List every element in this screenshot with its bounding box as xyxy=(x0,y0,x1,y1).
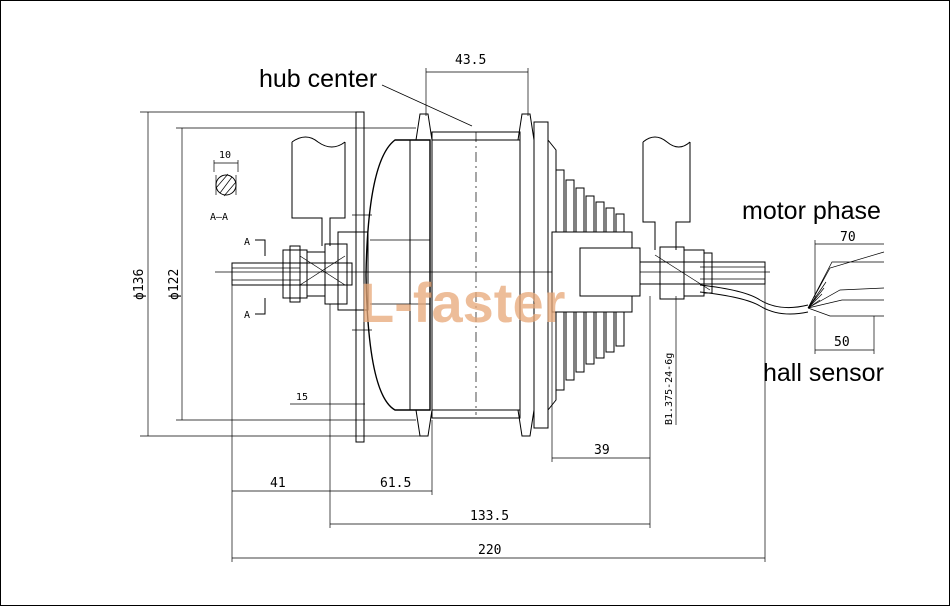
stator xyxy=(337,231,430,311)
dimline-43-5 xyxy=(425,68,529,116)
dim-122: ϕ122 xyxy=(167,269,182,300)
section-detail xyxy=(213,160,239,197)
hall-sensor-label: hall sensor xyxy=(763,359,884,387)
dimline-41-61-5 xyxy=(232,420,433,495)
watermark-logo: L-faster xyxy=(360,271,565,334)
dim-41: 41 xyxy=(270,476,286,491)
dim-10: 10 xyxy=(219,150,231,161)
thread-spec: B1.375-24-6g xyxy=(664,353,675,425)
freewheel-cassette xyxy=(551,169,641,391)
dim-15: 15 xyxy=(296,392,308,403)
section-marks xyxy=(255,239,266,315)
dimline-136 xyxy=(140,111,420,437)
dim-220: 220 xyxy=(478,543,501,558)
dimline-122 xyxy=(176,127,416,421)
dim-136: ϕ136 xyxy=(132,269,147,300)
section-mark-top: A xyxy=(244,237,250,248)
left-dropout xyxy=(291,136,346,246)
hub-center-leader xyxy=(381,84,473,127)
left-axle xyxy=(231,243,353,305)
dim-39: 39 xyxy=(594,443,610,458)
dim-61-5: 61.5 xyxy=(380,476,411,491)
dim-43-5: 43.5 xyxy=(455,53,486,68)
motor-phase-label: motor phase xyxy=(742,197,881,225)
dimline-70 xyxy=(814,240,884,300)
section-mark-bottom: A xyxy=(244,310,250,321)
dim-133-5: 133.5 xyxy=(470,509,509,524)
right-axle xyxy=(639,246,766,300)
hub-center-label: hub center xyxy=(259,65,377,93)
right-dropout xyxy=(642,136,691,250)
dimline-50 xyxy=(814,316,875,354)
section-label: A—A xyxy=(210,212,228,223)
dim-50: 50 xyxy=(834,335,850,350)
motor-cable xyxy=(699,251,885,317)
dim-70: 70 xyxy=(840,230,856,245)
